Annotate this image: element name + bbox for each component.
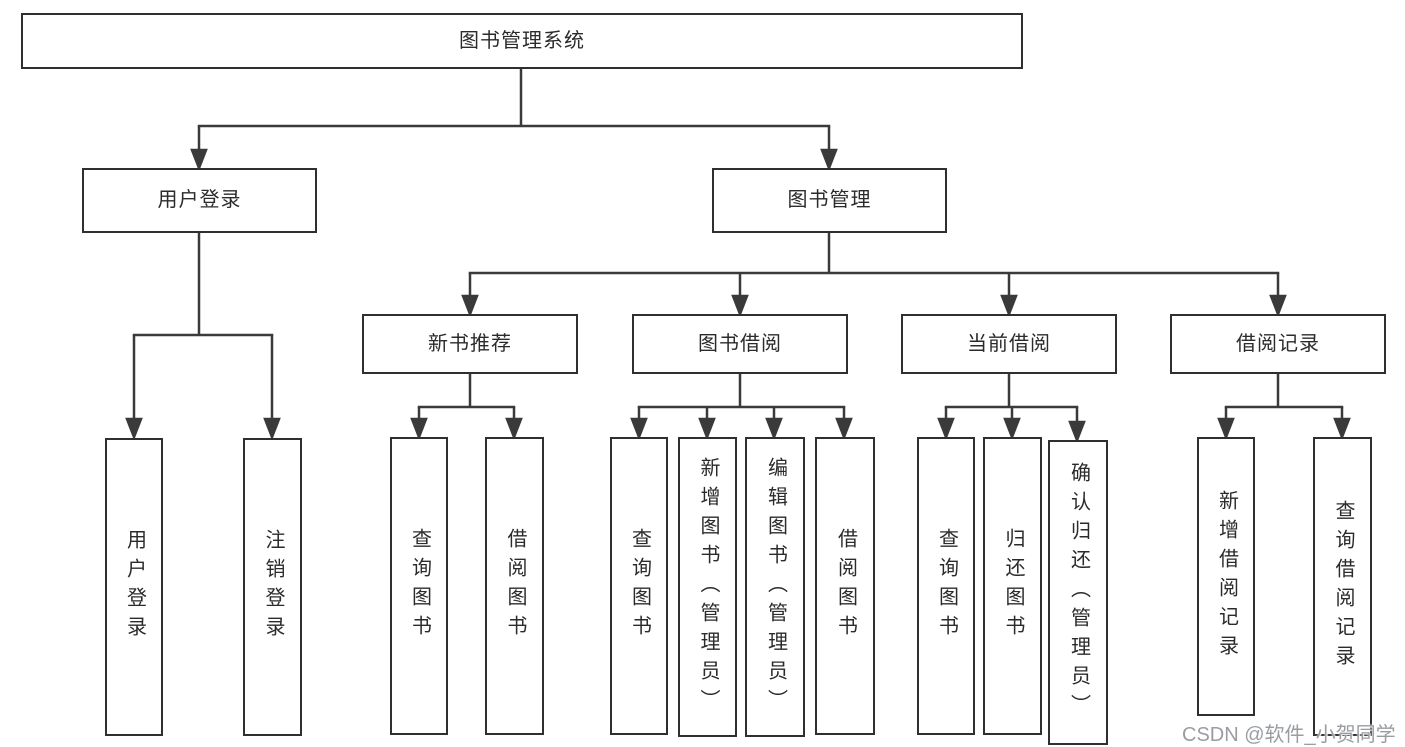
csdn-watermark: CSDN @软件_小贺同学 xyxy=(1182,724,1396,746)
rail-book-borrow-to-leaves xyxy=(637,372,846,409)
rail-root-to-level2 xyxy=(197,67,831,128)
leaf-query-books-current: 查询图书 xyxy=(917,437,975,735)
leaf-query-books-borrowing: 查询图书 xyxy=(610,437,668,735)
leaf-user-login: 用户登录 xyxy=(105,438,163,736)
node-book-borrowing: 图书借阅 xyxy=(632,314,848,374)
leaf-edit-books-admin: 编辑图书（管理员） xyxy=(745,437,805,737)
rail-new-book-to-leaves xyxy=(417,372,516,409)
leaf-add-borrow-record: 新增借阅记录 xyxy=(1197,437,1255,716)
leaf-logout: 注销登录 xyxy=(243,438,302,736)
node-library-management-system: 图书管理系统 xyxy=(21,13,1023,69)
node-book-management: 图书管理 xyxy=(712,168,947,233)
rail-book-mgmt-to-level3 xyxy=(468,231,1280,275)
node-current-borrowing: 当前借阅 xyxy=(901,314,1117,374)
leaf-query-borrow-record: 查询借阅记录 xyxy=(1313,437,1372,736)
node-new-book-recommend: 新书推荐 xyxy=(362,314,578,374)
leaf-return-books: 归还图书 xyxy=(983,437,1042,735)
rail-current-borrow-to-leaves xyxy=(944,372,1079,409)
node-user-login: 用户登录 xyxy=(82,168,317,233)
rail-borrow-records-to-leaves xyxy=(1224,372,1344,409)
node-borrowing-records: 借阅记录 xyxy=(1170,314,1386,374)
rail-user-login-to-leaves xyxy=(132,231,274,337)
leaf-query-books-recommend: 查询图书 xyxy=(390,437,448,735)
arrowheads xyxy=(125,126,1351,444)
leaf-add-books-admin: 新增图书（管理员） xyxy=(678,437,737,737)
leaf-borrow-books-recommend: 借阅图书 xyxy=(485,437,544,735)
leaf-confirm-return-admin: 确认归还（管理员） xyxy=(1048,440,1108,745)
leaf-borrow-books-borrowing: 借阅图书 xyxy=(815,437,875,735)
